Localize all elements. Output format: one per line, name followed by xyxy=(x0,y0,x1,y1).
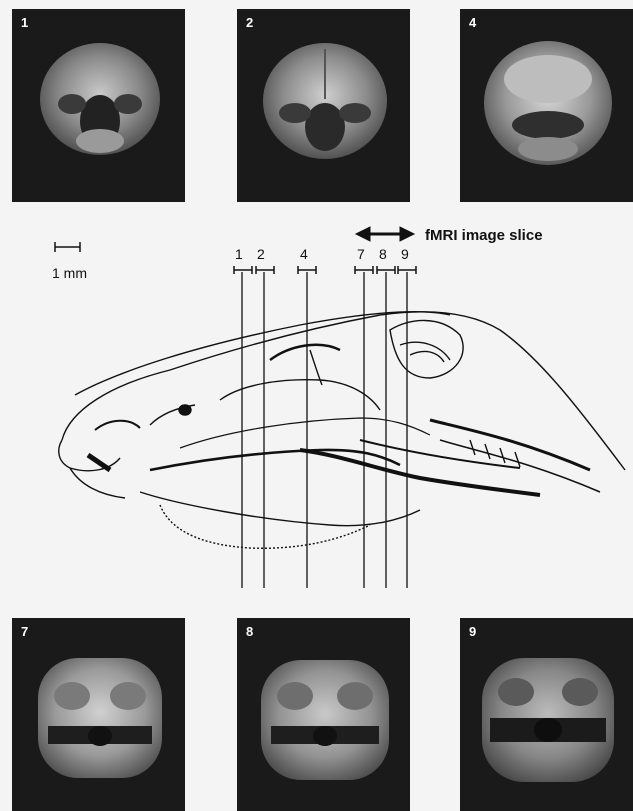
sagittal-head-drawing xyxy=(59,312,625,549)
scale-bar xyxy=(55,242,80,252)
slice-brackets xyxy=(234,266,416,274)
slice-lines xyxy=(242,272,407,588)
double-arrow-icon xyxy=(356,227,414,241)
